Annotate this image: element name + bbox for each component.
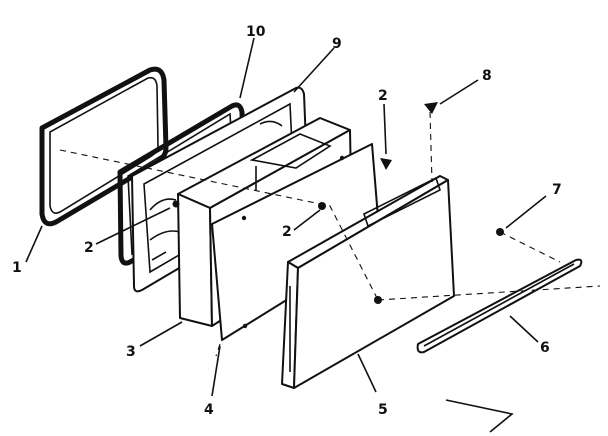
- callout-7: 7: [552, 182, 562, 198]
- callout-9: 9: [332, 36, 342, 52]
- leader-4: [211, 345, 221, 397]
- leader-8: [439, 79, 479, 105]
- callout-2c: 2: [378, 88, 388, 104]
- part-2a-screw: [172, 200, 180, 208]
- callout-1: 1: [12, 260, 22, 276]
- callout-3: 3: [126, 344, 136, 360]
- part-4-screw-hole-c: [242, 323, 248, 329]
- part-3-recess: [249, 133, 332, 190]
- part-3-front-face: [177, 193, 213, 327]
- callout-5: 5: [378, 402, 388, 418]
- part-5-bezel-strip: [363, 176, 441, 228]
- part-5-outer-panel: [281, 175, 455, 389]
- callout-2b: 2: [282, 224, 292, 240]
- part-8-clip: [424, 102, 438, 114]
- leader-1: [25, 225, 43, 263]
- callout-8: 8: [482, 68, 492, 84]
- part-2c-clip: [380, 158, 392, 170]
- callout-6: 6: [540, 340, 550, 356]
- alignment-line-main: [59, 149, 379, 301]
- leader-3: [139, 321, 183, 347]
- part-9-frame-bracket: [149, 120, 283, 261]
- leader-10: [239, 37, 255, 99]
- leader-7: [505, 195, 547, 229]
- part-1-gasket-outline: [39, 66, 169, 227]
- part-6-strip-groove: [423, 263, 575, 347]
- corner-mark: [445, 399, 514, 433]
- callout-4: 4: [204, 402, 214, 418]
- alignment-line-right: [377, 111, 601, 301]
- part-4-screw-hole-a: [241, 215, 247, 221]
- leader-9: [293, 47, 335, 93]
- part-5-front-face: [293, 179, 455, 389]
- leader-2b: [293, 209, 321, 231]
- callout-2a: 2: [84, 240, 94, 256]
- callout-10: 10: [246, 24, 266, 40]
- leader-2a: [95, 207, 171, 245]
- leader-5: [357, 353, 377, 393]
- part-4-screw-hole-b: [339, 155, 345, 161]
- leader-2c: [383, 103, 387, 155]
- leader-6: [509, 315, 539, 343]
- part-6-trim-strip: [416, 258, 583, 354]
